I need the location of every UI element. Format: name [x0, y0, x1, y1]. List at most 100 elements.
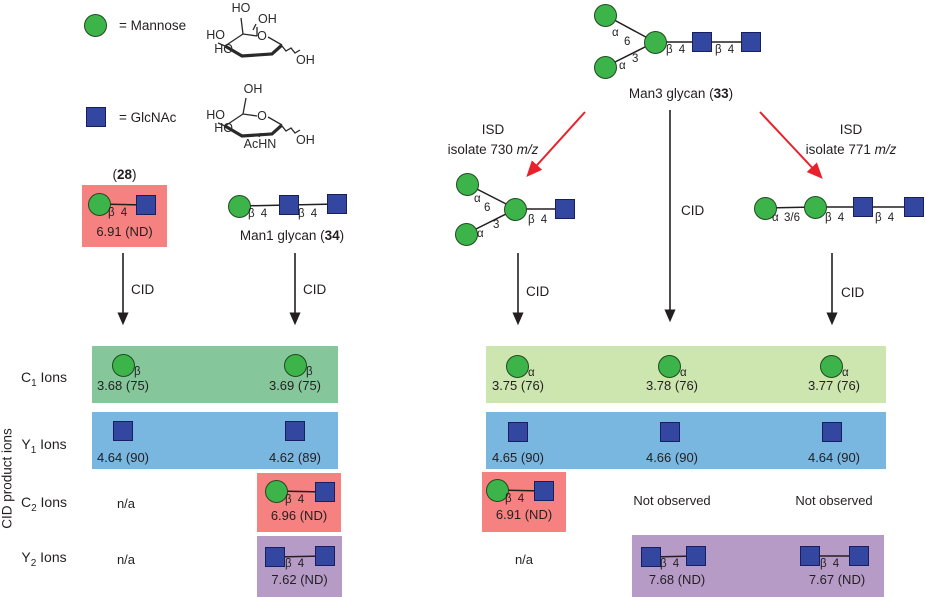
isd-line2: isolate 771 m/z [805, 141, 897, 157]
ring-oxygen-label: O [257, 109, 267, 123]
mannose-legend-label: = Mannose [119, 18, 187, 33]
c1-value: 3.69 (75) [268, 378, 322, 393]
substituent-bond [258, 132, 262, 138]
linkage-label: β 4 [505, 493, 525, 505]
c2-value: 6.96 (ND) [270, 508, 328, 523]
cid-label: CID [841, 285, 865, 300]
mannose-icon [228, 195, 251, 218]
isd-isolate-771-label: ISD isolate 771 m/z [790, 120, 912, 159]
linkage-label: β 4 [825, 212, 845, 224]
glcnac-icon [904, 197, 924, 217]
mannose-icon [594, 4, 617, 27]
ring-oxygen-label: O [257, 29, 267, 43]
mannose-icon [455, 223, 478, 246]
substituent-bond [240, 17, 244, 35]
glcnac-icon [327, 194, 347, 214]
y1-value: 4.65 (90) [491, 450, 545, 465]
row-label-c1-ions: C1 Ions [20, 369, 68, 389]
linkage-label: β 4 [666, 44, 686, 56]
isd-line1: ISD [839, 122, 863, 137]
compound-28-value: 6.91 (ND) [96, 224, 153, 239]
glcnac-icon [822, 422, 842, 442]
glcnac-icon [741, 32, 761, 52]
mannose-icon [88, 193, 111, 216]
anomeric-label: α [680, 367, 687, 379]
mannose-icon [754, 197, 777, 220]
linkage-label: β 4 [248, 208, 268, 220]
y2-na: n/a [116, 552, 136, 567]
c1-ions-right-box [486, 346, 886, 403]
glcnac-icon [285, 421, 305, 441]
linkage-label: 3 [493, 219, 500, 231]
cid-label: CID [526, 284, 550, 299]
linkage-label: β 4 [108, 207, 128, 219]
linkage-label: β 4 [285, 494, 305, 506]
cid-product-ions-axis-label: CID product ions [0, 428, 15, 529]
linkage-label: α [772, 212, 779, 224]
glcnac-icon [279, 195, 299, 215]
c2-na: n/a [116, 496, 136, 511]
cid-label: CID [681, 203, 705, 218]
substituent-bond [217, 42, 226, 47]
isd-arrow-771 [759, 111, 823, 179]
anomeric-label: α [528, 367, 535, 379]
glcnac-icon [508, 422, 528, 442]
glcnac-icon [86, 107, 106, 127]
glcnac-icon [853, 197, 873, 217]
atom-label: HO [232, 1, 251, 15]
mannose-chemical-structure: HO OH HO HO O OH [206, 1, 315, 67]
c1-value: 3.78 (76) [645, 378, 699, 393]
glcnac-legend-label: = GlcNAc [119, 110, 177, 125]
y2-value: 7.62 (ND) [271, 572, 328, 587]
y1-value: 4.64 (90) [96, 450, 150, 465]
atom-label: OH [244, 82, 263, 96]
glcnac-icon [113, 421, 133, 441]
cid-label: CID [131, 282, 155, 297]
c1-value: 3.75 (76) [491, 378, 545, 393]
atom-label: OH [296, 53, 315, 67]
y2-value: 7.67 (ND) [808, 572, 866, 587]
atom-label: HO [214, 121, 233, 135]
anomeric-squiggle [281, 45, 301, 54]
compound-28-title: (28) [112, 167, 137, 182]
mannose-icon [112, 354, 135, 377]
atom-label: HO [214, 42, 233, 56]
glcnac-icon [315, 546, 335, 566]
mannose-icon [84, 14, 107, 37]
glcnac-icon [660, 422, 680, 442]
anomeric-label: β [134, 366, 141, 378]
linkage-label: α [619, 60, 626, 72]
mannose-icon [820, 355, 843, 378]
substituent-bond [233, 130, 243, 137]
y1-ions-right-box [486, 412, 886, 469]
glcnac-icon [800, 546, 820, 566]
linkage-label: β 4 [820, 558, 840, 570]
y2-ion-box-right [632, 535, 884, 597]
mannose-icon [644, 31, 667, 54]
glcnac-icon [849, 546, 869, 566]
mannose-icon [804, 196, 827, 219]
atom-label: OH [258, 12, 277, 26]
atom-label: HO [206, 28, 225, 42]
linkage-label: β 4 [875, 212, 895, 224]
ring-bond [267, 116, 283, 126]
c2-not-observed: Not observed [795, 493, 873, 508]
substituent-bond [252, 23, 257, 31]
linkage-label: 6 [484, 202, 491, 214]
mannose-icon [504, 198, 527, 221]
mannose-icon [456, 173, 479, 196]
achn-label: AcHN [244, 137, 277, 151]
row-label-y1-ions: Y1 Ions [21, 436, 67, 456]
cid-label: CID [303, 282, 327, 297]
mannose-icon [594, 56, 617, 79]
anomeric-label: α [842, 367, 849, 379]
glcnac-icon [136, 195, 156, 215]
y2-value: 7.68 (ND) [648, 572, 706, 587]
ring-bond [224, 43, 284, 58]
mannose-icon [506, 355, 529, 378]
row-label-y2-ions: Y2 Ions [21, 549, 67, 569]
substituent-bond [242, 97, 247, 115]
isd-line2: isolate 730 m/z [447, 141, 539, 157]
glcnac-icon [315, 482, 335, 502]
